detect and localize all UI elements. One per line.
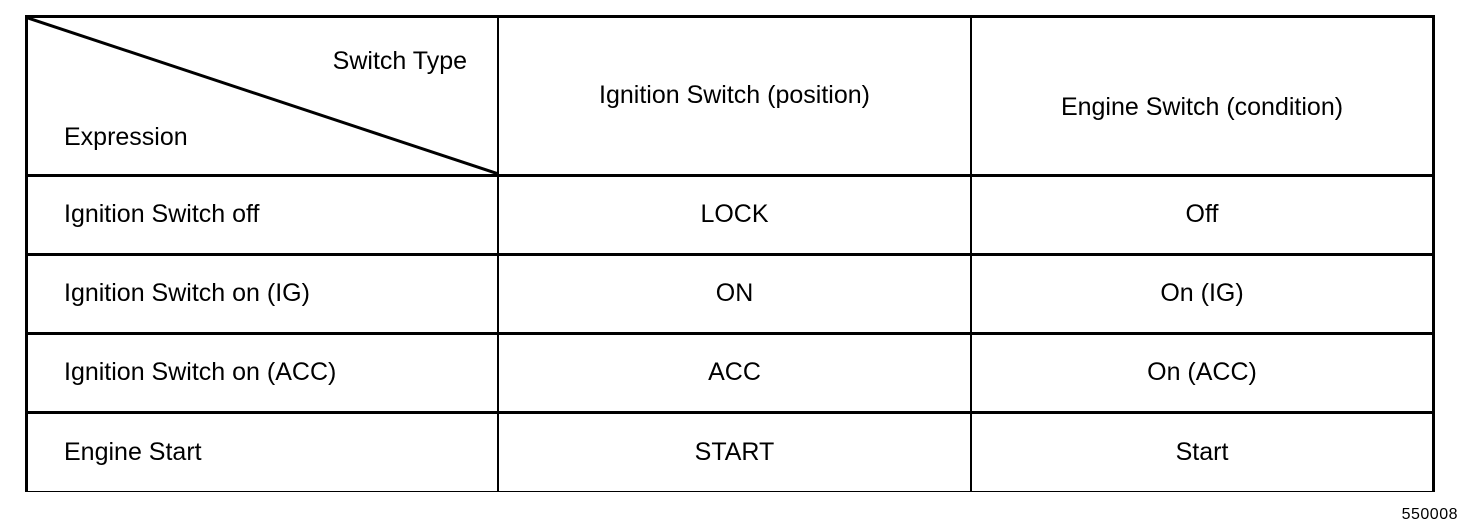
table-row: Ignition Switch off LOCK Off bbox=[28, 175, 1432, 256]
cell-engine-switch-condition: Start bbox=[971, 412, 1432, 491]
cell-expression: Ignition Switch on (ACC) bbox=[28, 333, 499, 414]
corner-label-expression: Expression bbox=[64, 123, 188, 151]
figure-id-label: 550008 bbox=[1401, 506, 1458, 523]
corner-label-switch-type: Switch Type bbox=[332, 47, 467, 75]
cell-ignition-switch-position: ACC bbox=[498, 333, 972, 414]
cell-expression: Engine Start bbox=[28, 412, 499, 491]
cell-engine-switch-condition: On (IG) bbox=[971, 254, 1432, 335]
table-row: Ignition Switch on (IG) ON On (IG) bbox=[28, 254, 1432, 335]
cell-ignition-switch-position: LOCK bbox=[498, 175, 972, 256]
header-engine-switch-condition: Engine Switch (condition) bbox=[971, 18, 1432, 177]
cell-expression: Ignition Switch off bbox=[28, 175, 499, 256]
cell-ignition-switch-position: START bbox=[498, 412, 972, 491]
header-label-engine-switch-condition: Engine Switch (condition) bbox=[1060, 93, 1344, 122]
table-header-row: Switch Type Expression Ignition Switch (… bbox=[28, 18, 1432, 177]
table-row: Ignition Switch on (ACC) ACC On (ACC) bbox=[28, 333, 1432, 414]
cell-engine-switch-condition: On (ACC) bbox=[971, 333, 1432, 414]
cell-expression: Ignition Switch on (IG) bbox=[28, 254, 499, 335]
table-row: Engine Start START Start bbox=[28, 412, 1432, 491]
header-ignition-switch-position: Ignition Switch (position) bbox=[498, 18, 972, 177]
header-corner-cell: Switch Type Expression bbox=[28, 18, 499, 177]
switch-type-expression-table: Switch Type Expression Ignition Switch (… bbox=[25, 15, 1435, 492]
header-label-ignition-switch-position: Ignition Switch (position) bbox=[599, 81, 870, 110]
cell-engine-switch-condition: Off bbox=[971, 175, 1432, 256]
cell-ignition-switch-position: ON bbox=[498, 254, 972, 335]
table: Switch Type Expression Ignition Switch (… bbox=[28, 18, 1432, 491]
